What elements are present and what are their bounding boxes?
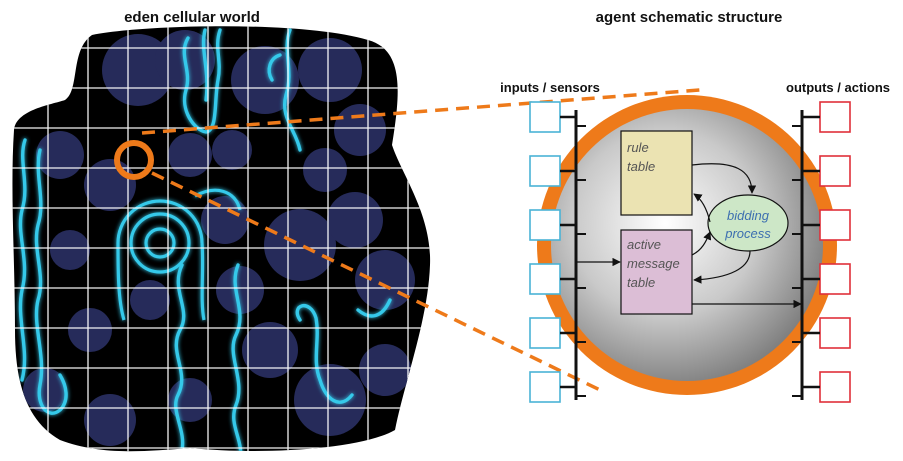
selected-cell-ring: [114, 140, 154, 180]
message-table-label-1: active: [627, 237, 661, 252]
right-title: agent schematic structure: [596, 9, 783, 26]
zoom-line-top: [141, 88, 701, 135]
rule-table-box: [620, 130, 693, 216]
world-filaments: [18, 28, 392, 452]
agent-schematic: inputs / sensors outputs / actions rule …: [141, 80, 890, 403]
input-sensors: [529, 101, 586, 403]
input-sensor-box: [529, 263, 561, 295]
message-table-label-3: table: [627, 275, 655, 290]
rule-table-label-2: table: [627, 159, 655, 174]
output-action-box: [819, 317, 851, 349]
output-action-box: [819, 263, 851, 295]
rule-table-label-1: rule: [627, 140, 649, 155]
arrow-message-to-bidding: [691, 231, 712, 256]
flow-arrows: [576, 163, 802, 309]
output-action-box: [819, 209, 851, 241]
output-action-box: [819, 101, 851, 133]
message-table-label-2: message: [627, 256, 680, 271]
input-sensor-box: [529, 209, 561, 241]
output-actions: [792, 101, 851, 403]
output-action-box: [819, 155, 851, 187]
bidding-label-1: bidding: [727, 208, 770, 223]
arrow-rule-to-bidding: [691, 163, 757, 194]
arrow-bidding-to-rule: [693, 193, 711, 223]
message-table-box: [620, 229, 693, 315]
bidding-label-2: process: [724, 226, 771, 241]
inputs-label: inputs / sensors: [500, 80, 600, 95]
world-rings: [116, 188, 242, 321]
arrow-bidding-to-message: [693, 250, 751, 284]
eden-world: [12, 26, 431, 452]
input-sensor-box: [529, 155, 561, 187]
output-action-box: [819, 371, 851, 403]
bidding-process-ellipse: [707, 194, 789, 252]
input-sensor-box: [529, 101, 561, 133]
left-title: eden cellular world: [124, 9, 260, 26]
outputs-label: outputs / actions: [786, 80, 890, 95]
input-sensor-box: [529, 371, 561, 403]
input-sensor-box: [529, 317, 561, 349]
